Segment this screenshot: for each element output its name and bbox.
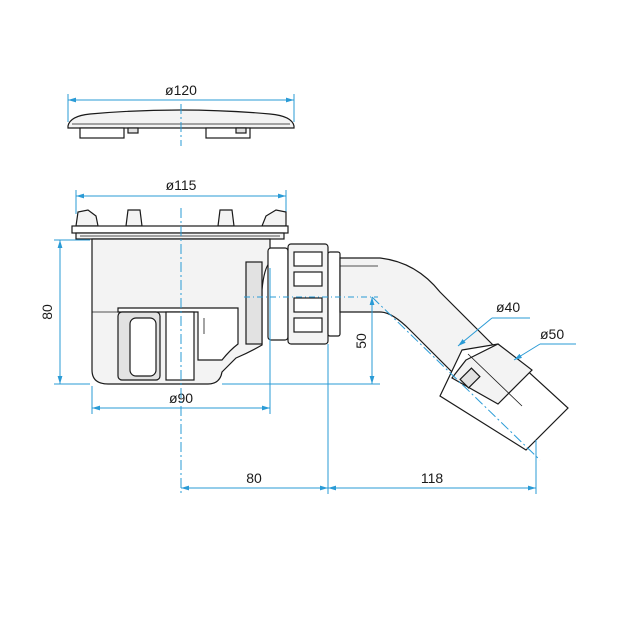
horizontal-offset-label: 80 (246, 470, 262, 486)
outlet-axis (371, 296, 541, 461)
height-dimension (54, 239, 90, 385)
outlet-height-label: 50 (353, 333, 369, 349)
outlet-large-diameter-leader (513, 343, 576, 361)
flange-diameter-label: ø115 (166, 177, 197, 193)
outlet-height-dimension (222, 296, 380, 385)
trap-body (91, 238, 341, 385)
flange (71, 190, 289, 240)
outlet-large-diameter-label: ø50 (540, 326, 564, 342)
cover-dimension (67, 94, 295, 146)
horizontal-dimensions (181, 344, 537, 494)
outlet-small-diameter-leader (457, 317, 530, 347)
body-height-label: 80 (39, 304, 55, 320)
outlet-small-diameter-label: ø40 (496, 299, 520, 315)
elbow-outlet (339, 257, 569, 451)
outlet-length-label: 118 (421, 470, 444, 486)
cover-diameter-label: ø120 (165, 82, 197, 98)
